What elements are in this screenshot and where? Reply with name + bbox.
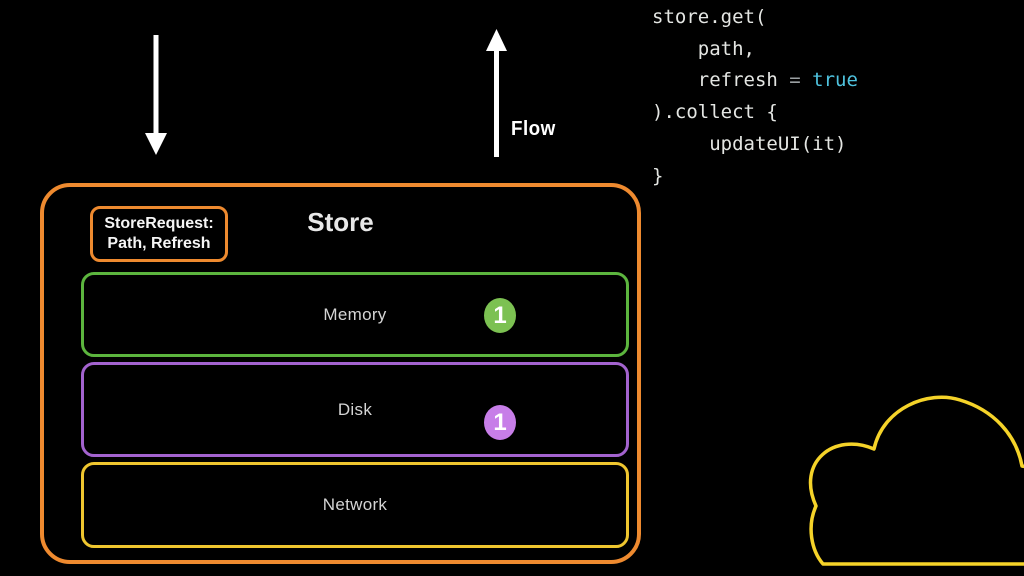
code-block: store.get( path, refresh = true ).collec… bbox=[652, 2, 858, 192]
code-operator-text: = bbox=[789, 69, 813, 92]
store-title: Store bbox=[307, 207, 374, 237]
code-line: ).collect { bbox=[652, 97, 858, 129]
disk-layer-label: Disk bbox=[337, 399, 373, 419]
store-request-line2: Path, Refresh bbox=[107, 235, 211, 252]
flow-arrows bbox=[145, 29, 507, 157]
disk-layer: Disk 1 bbox=[81, 362, 629, 457]
code-text: updateUI(it) bbox=[652, 132, 847, 155]
code-line: } bbox=[652, 161, 858, 193]
network-layer: Network bbox=[81, 462, 629, 548]
arrow-down-icon bbox=[145, 35, 167, 155]
memory-layer-label: Memory bbox=[323, 304, 387, 324]
cloud-icon bbox=[808, 395, 1024, 566]
code-text: path, bbox=[652, 37, 755, 60]
disk-count-badge: 1 bbox=[484, 405, 516, 440]
arrow-up-icon bbox=[486, 29, 507, 157]
code-keyword-text: true bbox=[812, 69, 858, 92]
code-text: store.get( bbox=[652, 6, 767, 28]
code-line: refresh = true bbox=[652, 65, 858, 97]
store-container: Store StoreRequest: Path, Refresh Memory… bbox=[40, 183, 641, 564]
store-request-badge: StoreRequest: Path, Refresh bbox=[90, 206, 228, 262]
code-text: refresh bbox=[652, 69, 790, 92]
memory-count-badge: 1 bbox=[484, 298, 516, 333]
memory-layer: Memory 1 bbox=[81, 272, 629, 357]
flow-label: Flow bbox=[511, 118, 556, 140]
code-line: updateUI(it) bbox=[652, 129, 858, 161]
code-line: store.get( bbox=[652, 2, 858, 34]
store-request-line1: StoreRequest: bbox=[104, 215, 214, 232]
code-text: } bbox=[652, 164, 664, 187]
code-line: path, bbox=[652, 34, 858, 66]
network-layer-label: Network bbox=[322, 495, 388, 514]
code-text: ).collect { bbox=[652, 101, 778, 124]
